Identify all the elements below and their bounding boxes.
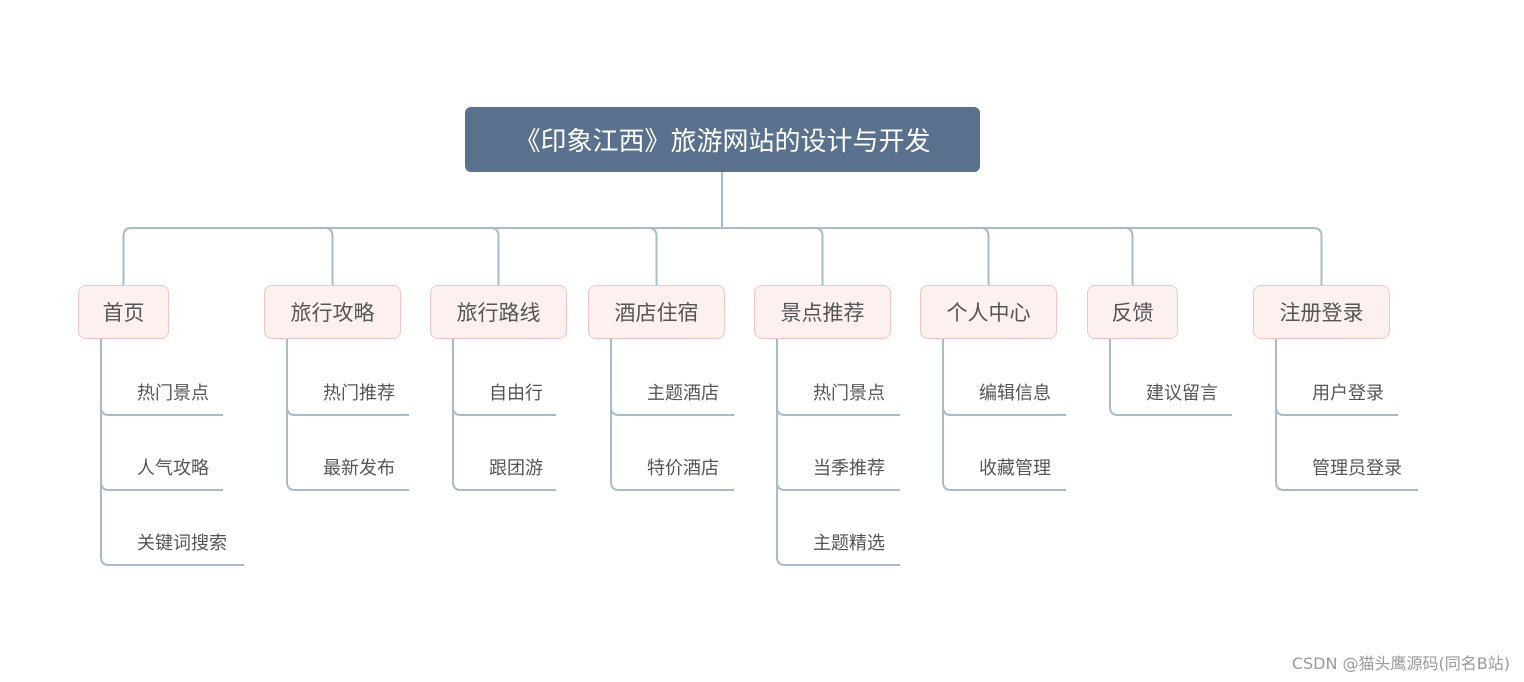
leaf-node: 关键词搜索 bbox=[137, 533, 227, 554]
branch-drop-line bbox=[490, 227, 500, 285]
leaf-node: 热门景点 bbox=[137, 383, 209, 404]
leaf-node: 用户登录 bbox=[1312, 383, 1384, 404]
leaf-underline bbox=[100, 481, 223, 491]
branch-node: 旅行路线 bbox=[430, 285, 567, 339]
leaf-node: 主题酒店 bbox=[647, 383, 719, 404]
child-spine-line bbox=[1275, 339, 1285, 491]
leaf-node: 自由行 bbox=[489, 383, 543, 404]
leaf-underline bbox=[776, 481, 900, 491]
branch-label: 旅行攻略 bbox=[290, 301, 375, 325]
leaf-node: 当季推荐 bbox=[813, 458, 885, 479]
leaf-node: 主题精选 bbox=[813, 533, 885, 554]
root-node: 《印象江西》旅游网站的设计与开发 bbox=[465, 107, 980, 172]
branch-label: 景点推荐 bbox=[780, 301, 865, 325]
branch-node: 首页 bbox=[78, 285, 169, 339]
leaf-node: 特价酒店 bbox=[647, 458, 719, 479]
leaf-node: 人气攻略 bbox=[137, 458, 209, 479]
branch-drop-line bbox=[1124, 227, 1134, 285]
leaf-node: 建议留言 bbox=[1146, 383, 1218, 404]
leaf-node: 跟团游 bbox=[489, 458, 543, 479]
leaf-underline bbox=[1275, 406, 1398, 416]
child-spine-line bbox=[286, 339, 296, 491]
branch-node: 反馈 bbox=[1087, 285, 1178, 339]
leaf-node: 管理员登录 bbox=[1312, 458, 1402, 479]
child-spine-line bbox=[610, 339, 620, 491]
branch-node: 酒店住宿 bbox=[588, 285, 725, 339]
branch-label: 反馈 bbox=[1111, 301, 1154, 325]
leaf-node: 热门推荐 bbox=[323, 383, 395, 404]
leaf-underline bbox=[776, 406, 900, 416]
leaf-underline bbox=[452, 406, 556, 416]
branch-label: 注册登录 bbox=[1279, 301, 1364, 325]
branch-node: 景点推荐 bbox=[754, 285, 891, 339]
child-spine-line bbox=[100, 339, 110, 566]
branch-label: 首页 bbox=[102, 301, 145, 325]
leaf-underline bbox=[610, 406, 734, 416]
child-spine-line bbox=[942, 339, 952, 491]
leaf-underline bbox=[286, 406, 409, 416]
branch-node: 注册登录 bbox=[1253, 285, 1390, 339]
child-spine-line bbox=[452, 339, 462, 491]
branch-node: 个人中心 bbox=[920, 285, 1057, 339]
leaf-node: 编辑信息 bbox=[979, 383, 1051, 404]
watermark: CSDN @猫头鹰源码(同名B站) bbox=[1291, 654, 1510, 673]
branch-label: 个人中心 bbox=[946, 301, 1031, 325]
branch-drop-line bbox=[814, 227, 824, 285]
leaf-node: 热门景点 bbox=[813, 383, 885, 404]
root-label: 《印象江西》旅游网站的设计与开发 bbox=[514, 127, 931, 157]
branch-label: 酒店住宿 bbox=[614, 301, 699, 325]
leaf-underline bbox=[942, 406, 1066, 416]
branch-node: 旅行攻略 bbox=[264, 285, 401, 339]
leaf-node: 收藏管理 bbox=[979, 458, 1051, 479]
branch-drop-line bbox=[648, 227, 658, 285]
bus-line bbox=[122, 227, 1323, 285]
child-spine-line bbox=[1109, 339, 1119, 416]
branch-drop-line bbox=[324, 227, 334, 285]
leaf-underline bbox=[100, 406, 223, 416]
leaf-node: 最新发布 bbox=[323, 458, 395, 479]
child-spine-line bbox=[776, 339, 786, 566]
branch-label: 旅行路线 bbox=[456, 301, 541, 325]
branch-drop-line bbox=[980, 227, 990, 285]
